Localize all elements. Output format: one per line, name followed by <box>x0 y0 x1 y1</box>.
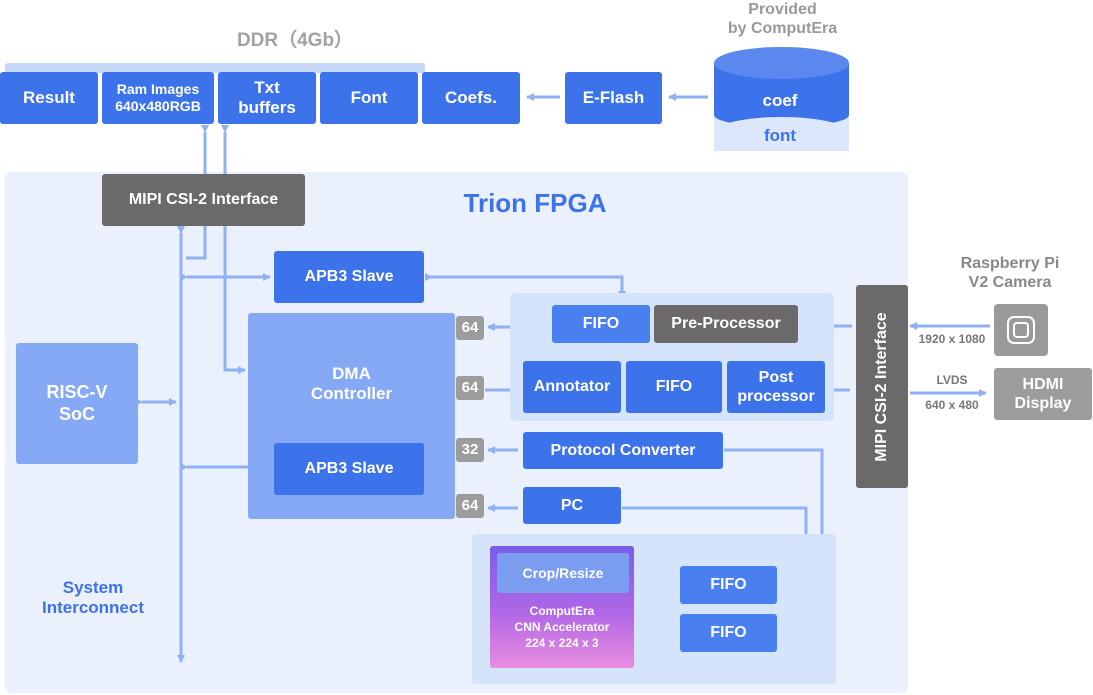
system-interconnect-label: System Interconnect <box>41 578 145 618</box>
ddr-txt-buffers: Txt buffers <box>218 72 316 124</box>
lvds-label: LVDS <box>936 373 968 387</box>
fifo-cnn-input: FIFO <box>680 566 777 604</box>
fifo-annotator: FIFO <box>626 361 722 413</box>
annotator: Annotator <box>523 361 621 413</box>
mipi-csi2-right <box>856 285 908 488</box>
cnn-label: ComputEra CNN Accelerator 224 x 224 x 3 <box>514 604 610 651</box>
ddr-result: Result <box>0 72 98 124</box>
bus-width-badge: 32 <box>456 438 484 462</box>
pc-block: PC <box>523 487 621 524</box>
ddr-title: DDR（4Gb） <box>236 30 354 51</box>
pre-processor: Pre-Processor <box>654 305 798 343</box>
crop-resize: Crop/Resize <box>497 553 629 593</box>
ddr-shadow <box>5 63 425 73</box>
mipi-right-label: MIPI CSI-2 Interface <box>873 312 890 462</box>
riscv-soc: RISC-V SoC <box>16 343 138 464</box>
db-coef-label: coef <box>762 91 798 110</box>
apb3-slave-bottom: APB3 Slave <box>274 443 424 495</box>
camera-icon <box>994 304 1048 356</box>
fifo-cnn-output: FIFO <box>680 614 777 652</box>
db-font-label: font <box>763 126 797 145</box>
fpga-title: Trion FPGA <box>463 188 607 218</box>
bus-width-badge: 64 <box>456 316 484 340</box>
ddr-ram-images: Ram Images 640x480RGB <box>102 72 214 124</box>
camera-label: Raspberry Pi V2 Camera <box>960 255 1060 292</box>
apb3-slave-top: APB3 Slave <box>274 251 424 303</box>
dma-label: DMA Controller <box>310 364 393 404</box>
eflash-block: E-Flash <box>565 72 662 124</box>
bus-width-badge: 64 <box>456 494 484 518</box>
hdmi-display: HDMI Display <box>994 368 1092 420</box>
mipi-csi2-top: MIPI CSI-2 Interface <box>102 174 305 226</box>
camera-resolution: 1920 x 1080 <box>918 332 986 346</box>
protocol-converter: Protocol Converter <box>523 432 723 469</box>
provided-label: Provided by ComputEra <box>727 1 838 38</box>
post-processor: Post processor <box>727 361 825 413</box>
ddr-coefs: Coefs. <box>422 72 520 124</box>
database-icon <box>714 47 849 151</box>
display-resolution: 640 x 480 <box>925 398 979 412</box>
bus-width-badge: 64 <box>456 376 484 400</box>
ddr-font: Font <box>320 72 418 124</box>
fifo-preprocessor: FIFO <box>552 305 650 343</box>
